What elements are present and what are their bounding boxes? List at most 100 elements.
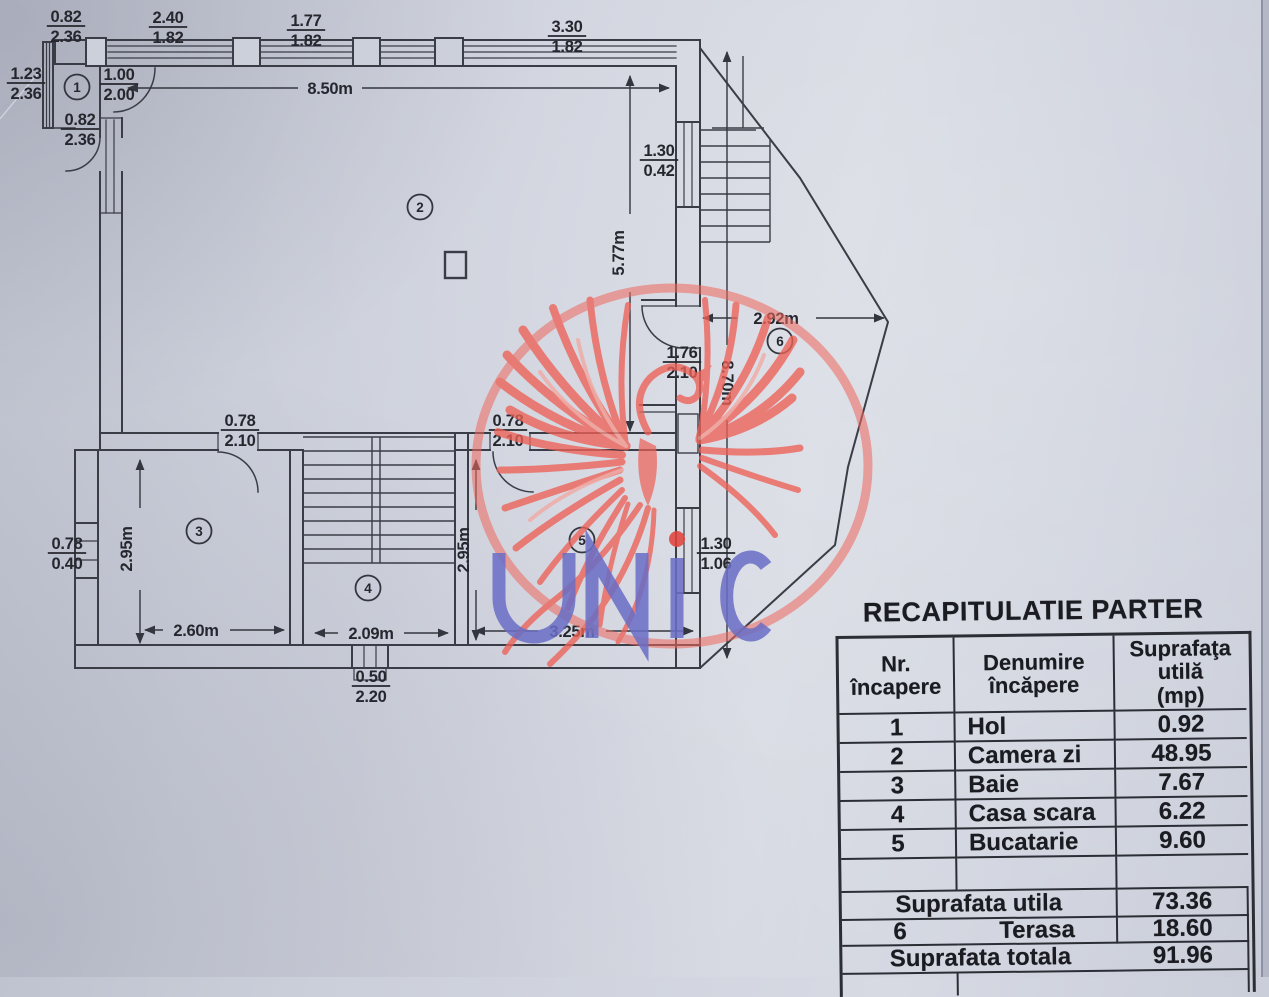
svg-text:4: 4 <box>364 581 372 596</box>
fraction-dimension-label: 1.00 2.00 <box>99 66 139 104</box>
svg-text:2.20: 2.20 <box>356 688 387 706</box>
fraction-dimension-label: 0.82 2.36 <box>60 111 100 149</box>
col-header-suprafata: Suprafaţa utilă (mp) <box>1114 633 1247 712</box>
table-row-cell: Baie <box>956 769 1117 801</box>
svg-text:1.76: 1.76 <box>667 344 698 362</box>
fraction-dimension-label: 3.30 1.82 <box>547 18 587 56</box>
empty-cell <box>841 858 958 893</box>
linear-dimension-label: 2.09m <box>348 625 393 643</box>
watermark-phoenix-icon <box>471 283 873 667</box>
fraction-dimension-label: 0.78 2.10 <box>220 412 260 450</box>
table-row-cell: Hol <box>955 711 1116 743</box>
table-row-cell: 9.60 <box>1116 825 1249 857</box>
svg-text:0.78: 0.78 <box>52 535 83 553</box>
room-number-circle: 1 <box>63 73 91 101</box>
summary-label: Suprafata utila <box>841 889 1118 921</box>
empty-cell <box>957 856 1118 892</box>
svg-text:1.23: 1.23 <box>11 65 42 83</box>
svg-text:1.82: 1.82 <box>291 32 322 50</box>
cell-room-area: 18.60 <box>1117 915 1250 944</box>
recap-table: Nr. încapere Denumire încăpere Suprafaţa… <box>835 630 1256 997</box>
cell-room-name: Terasa <box>957 917 1119 946</box>
svg-text:3: 3 <box>195 524 203 539</box>
dimension-labels: 0.82 2.36 2.40 1.82 1.77 1.82 3.30 1.82 1.23 2.36… <box>6 8 799 706</box>
svg-text:1.30: 1.30 <box>644 142 675 160</box>
svg-text:2.36: 2.36 <box>65 131 96 149</box>
fraction-dimension-label: 0.50 2.20 <box>351 668 391 706</box>
svg-text:2.36: 2.36 <box>11 85 42 103</box>
room-number-circle: 3 <box>185 517 213 545</box>
table-row-cell: 1 <box>839 713 956 744</box>
table-row-cell: Camera zi <box>955 740 1117 772</box>
table-row-cell: 2 <box>839 742 957 773</box>
table-row-cell: Casa scara <box>956 798 1117 830</box>
fraction-dimension-label: 2.40 1.82 <box>148 9 188 47</box>
summary-value: 91.96 <box>1118 942 1250 972</box>
svg-text:0.78: 0.78 <box>225 412 256 430</box>
page-right-edge <box>1261 0 1269 977</box>
svg-text:1.00: 1.00 <box>104 66 135 84</box>
table-title: RECAPITULATIE PARTER <box>862 593 1204 628</box>
fraction-dimension-label: 1.23 2.36 <box>6 65 46 103</box>
table-row-cell: 48.95 <box>1115 738 1248 770</box>
fraction-dimension-label: 1.30 1.06 <box>696 535 736 573</box>
partial-cell <box>842 973 959 997</box>
svg-text:1: 1 <box>73 80 81 95</box>
summary-value: 73.36 <box>1117 888 1249 918</box>
svg-text:0.82: 0.82 <box>65 111 96 129</box>
table-row-cell: 3 <box>840 771 957 802</box>
svg-text:2: 2 <box>416 200 424 215</box>
svg-text:0.42: 0.42 <box>644 162 675 180</box>
table-row-cell: 6.22 <box>1116 796 1248 828</box>
terrace-staircase <box>700 56 771 243</box>
table-row-cell: 4 <box>840 800 957 831</box>
brand-i-dot <box>669 531 685 547</box>
svg-text:2.36: 2.36 <box>51 28 82 46</box>
svg-text:6: 6 <box>776 334 784 349</box>
dimension-lines <box>126 50 886 660</box>
linear-dimension-label: 2.95m <box>118 526 136 571</box>
linear-dimension-label: 8.50m <box>307 80 352 98</box>
svg-text:1.82: 1.82 <box>552 38 583 56</box>
cell-room-number: 6 <box>841 919 959 947</box>
empty-cell <box>1117 854 1249 890</box>
svg-text:3.30: 3.30 <box>552 18 583 36</box>
room-number-circle: 4 <box>354 574 382 602</box>
fraction-dimension-label: 1.30 0.42 <box>639 142 679 180</box>
col-header-nr: Nr. încapere <box>838 637 956 715</box>
fraction-dimension-label: 0.82 2.36 <box>46 8 86 46</box>
svg-text:0.50: 0.50 <box>356 668 387 686</box>
table-row-cell: 5 <box>840 829 958 860</box>
svg-text:1.06: 1.06 <box>701 555 732 573</box>
terrace-outline <box>699 47 890 669</box>
summary-label: Suprafata totala <box>842 944 1119 975</box>
svg-text:0.40: 0.40 <box>52 555 83 573</box>
watermark-brand-text <box>492 529 772 662</box>
svg-text:2.00: 2.00 <box>104 86 135 104</box>
linear-dimension-label: 5.77m <box>610 230 628 275</box>
svg-text:1.30: 1.30 <box>701 535 732 553</box>
table-row-cell: 0.92 <box>1115 709 1247 741</box>
recap-table-block: RECAPITULATIE PARTER Nr. încapere Denumi… <box>835 593 1256 997</box>
table-row-cell: Bucatarie <box>956 827 1118 859</box>
svg-text:2.10: 2.10 <box>225 432 256 450</box>
fraction-dimension-label: 1.77 1.82 <box>286 12 326 50</box>
svg-text:5: 5 <box>578 533 586 548</box>
col-header-denumire: Denumire încăpere <box>954 635 1116 714</box>
linear-dimension-label: 2.95m <box>455 527 473 572</box>
svg-text:1.82: 1.82 <box>153 29 184 47</box>
linear-dimension-label: 2.60m <box>173 622 218 640</box>
partial-cell <box>959 972 1119 996</box>
floor-plan-drawing: 0.82 2.36 2.40 1.82 1.77 1.82 3.30 1.82 1.23 2.36… <box>0 0 1269 977</box>
fraction-dimension-label: 0.78 0.40 <box>47 535 87 573</box>
scan-crease <box>0 57 49 120</box>
svg-text:1.77: 1.77 <box>291 12 322 30</box>
svg-text:2.40: 2.40 <box>153 9 184 27</box>
table-row-cell: 7.67 <box>1116 767 1248 799</box>
room-number-circles: 1 2 3 4 5 6 <box>63 73 794 602</box>
svg-text:0.82: 0.82 <box>51 8 82 26</box>
interior-staircase <box>303 436 455 564</box>
room-number-circle: 2 <box>406 193 434 221</box>
floor-plan-walls <box>42 37 701 681</box>
